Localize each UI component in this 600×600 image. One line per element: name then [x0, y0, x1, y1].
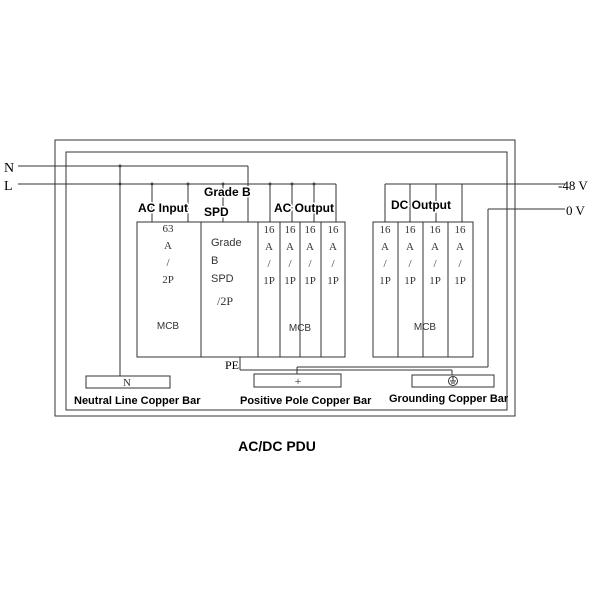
svg-text:1P: 1P — [304, 275, 316, 287]
svg-text:A: A — [286, 241, 294, 253]
ac-breaker-block — [136, 221, 346, 358]
svg-text:/: / — [383, 258, 387, 270]
grounding-copper-bar — [411, 374, 495, 388]
svg-text:/: / — [331, 258, 335, 270]
pe-label: PE — [225, 358, 239, 372]
spd-body: Grade B SPD — [211, 237, 242, 285]
ac-output-mcb-label: MCB — [289, 323, 312, 334]
svg-text:A: A — [406, 241, 414, 253]
svg-text:2P: 2P — [162, 274, 174, 286]
neutral-bar-label: Neutral Line Copper Bar — [74, 395, 201, 407]
ac-input-mcb-label: MCB — [157, 321, 180, 332]
ground-symbol-icon — [448, 376, 458, 386]
ground-bar-label: Grounding Copper Bar — [389, 393, 509, 405]
svg-text:1P: 1P — [284, 275, 296, 287]
spd-title-line2: SPD — [204, 205, 229, 219]
spd-title-line1: Grade B — [204, 185, 251, 199]
svg-text:A: A — [265, 241, 273, 253]
zero-v-label: 0 V — [566, 203, 586, 218]
positive-bar-label: Positive Pole Copper Bar — [240, 395, 372, 407]
neg48v-label: -48 V — [558, 178, 588, 193]
svg-text:16: 16 — [285, 224, 297, 236]
svg-text:SPD: SPD — [211, 273, 234, 285]
svg-text:16: 16 — [305, 224, 317, 236]
svg-text:16: 16 — [264, 224, 276, 236]
dc-output-mcb-label: MCB — [414, 322, 437, 333]
svg-text:/: / — [433, 258, 437, 270]
svg-text:Grade: Grade — [211, 237, 242, 249]
svg-text:A: A — [456, 241, 464, 253]
svg-text:16: 16 — [455, 224, 467, 236]
svg-text:1P: 1P — [327, 275, 339, 287]
svg-text:/: / — [458, 258, 462, 270]
svg-text:A: A — [431, 241, 439, 253]
positive-bar-symbol: + — [295, 374, 302, 388]
svg-text:B: B — [211, 255, 218, 267]
spd-poles: /2P — [217, 294, 233, 308]
outer-enclosure — [54, 139, 516, 417]
svg-text:63: 63 — [163, 223, 175, 235]
svg-text:/: / — [166, 257, 170, 269]
svg-text:/: / — [288, 258, 292, 270]
junction-dots — [118, 164, 316, 186]
svg-text:1P: 1P — [379, 275, 391, 287]
svg-text:/: / — [308, 258, 312, 270]
ac-input-title: AC Input — [138, 201, 188, 215]
positive-copper-bar — [253, 373, 342, 388]
ac-output-title: AC Output — [274, 201, 334, 215]
svg-text:A: A — [329, 241, 337, 253]
svg-text:16: 16 — [380, 224, 392, 236]
svg-text:1P: 1P — [454, 275, 466, 287]
dc-output-title: DC Output — [391, 198, 451, 212]
svg-text:16: 16 — [328, 224, 340, 236]
svg-text:1P: 1P — [429, 275, 441, 287]
svg-text:16: 16 — [430, 224, 442, 236]
svg-text:A: A — [306, 241, 314, 253]
diagram-caption: AC/DC PDU — [238, 438, 316, 454]
svg-text:/: / — [267, 258, 271, 270]
svg-text:1P: 1P — [263, 275, 275, 287]
svg-text:A: A — [164, 240, 172, 252]
neutral-bar-symbol: N — [123, 377, 131, 389]
svg-text:1P: 1P — [404, 275, 416, 287]
n-wire-label: N — [4, 161, 14, 176]
dc-output-breakers: 16A / 1P 16A / 1P 16A / 1P 16A / 1P — [379, 224, 466, 287]
svg-text:/: / — [408, 258, 412, 270]
inner-enclosure — [65, 151, 508, 411]
ac-output-breakers: 16A / 1P 16A / 1P 16A / 1P 16A / 1P — [263, 224, 339, 287]
neutral-copper-bar — [85, 375, 171, 389]
ac-input-rating: 63 A / 2P — [162, 223, 174, 286]
svg-text:16: 16 — [405, 224, 417, 236]
l-wire-label: L — [4, 179, 13, 194]
svg-text:A: A — [381, 241, 389, 253]
